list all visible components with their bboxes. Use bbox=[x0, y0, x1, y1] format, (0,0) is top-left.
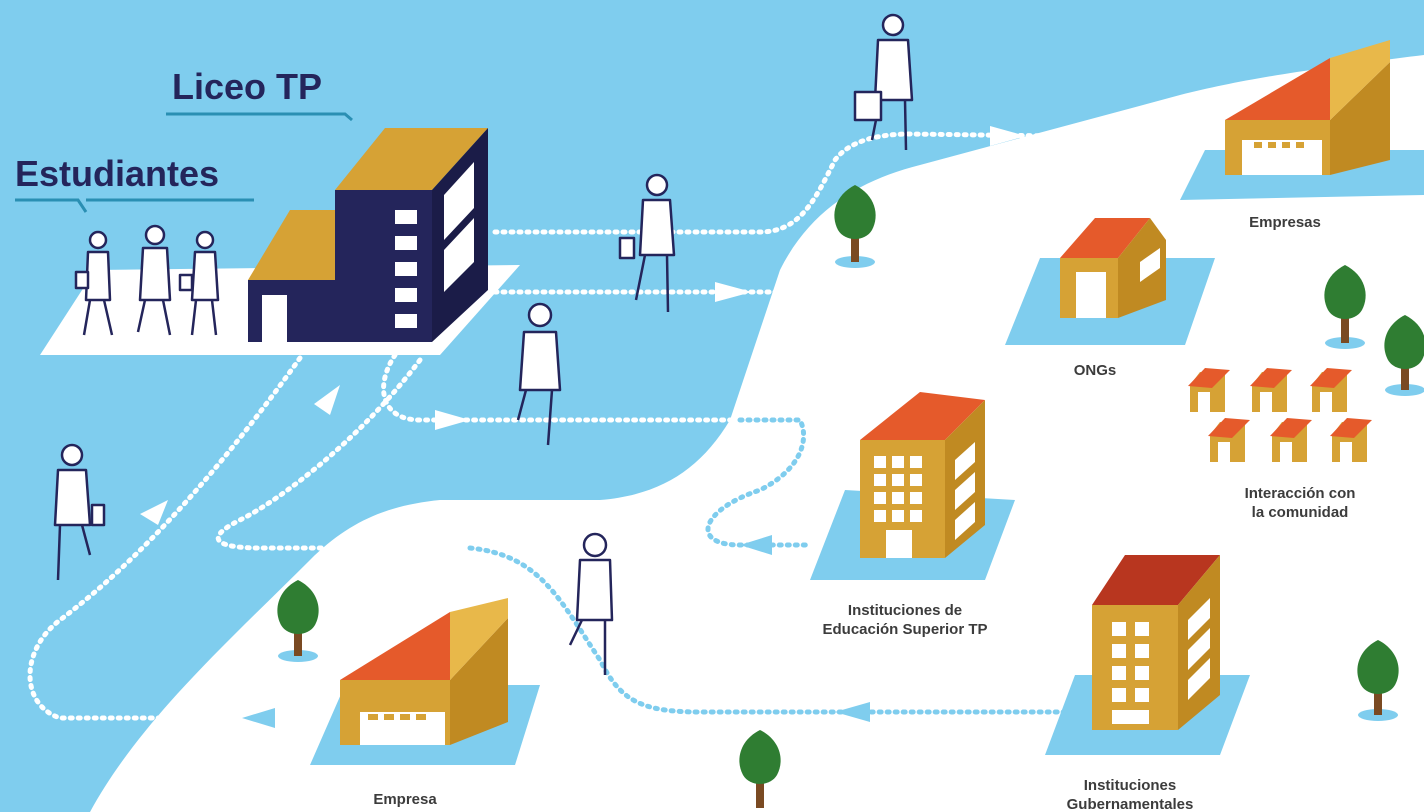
label-line: Instituciones bbox=[1083, 777, 1177, 794]
factory-icon bbox=[340, 598, 508, 745]
label-empresas: Empresas bbox=[1249, 214, 1321, 231]
tree-icon bbox=[834, 185, 876, 268]
school-building-icon bbox=[248, 128, 488, 342]
tree-icon bbox=[277, 580, 319, 662]
walking-student-icon bbox=[853, 13, 914, 151]
dotted-paths-on-ground bbox=[467, 417, 1083, 715]
walking-student-icon bbox=[618, 173, 676, 313]
tree-icon bbox=[1384, 315, 1424, 396]
label-line: Interacción con bbox=[1244, 485, 1356, 502]
walking-student-icon bbox=[53, 443, 106, 581]
tree-icon bbox=[1357, 640, 1399, 721]
arrowheads-on-ground bbox=[242, 535, 870, 728]
office-building-icon bbox=[1092, 555, 1220, 730]
walking-student-icon bbox=[516, 302, 562, 446]
walking-student-icon bbox=[178, 230, 220, 336]
walking-student-icon bbox=[136, 224, 172, 336]
label-interaccion-comunidad: Interacción con la comunidad bbox=[1200, 484, 1400, 522]
title-liceo-tp: Liceo TP bbox=[172, 66, 323, 107]
warehouse-icon bbox=[1060, 218, 1166, 318]
arrowheads bbox=[140, 126, 1175, 525]
tree-icon bbox=[739, 730, 781, 808]
title-underlines bbox=[15, 112, 353, 213]
factory-icon bbox=[1225, 40, 1390, 175]
walking-student-icon bbox=[568, 532, 614, 675]
label-gubernamentales: Instituciones Gubernamentales bbox=[1030, 776, 1230, 812]
label-empresa: Empresa bbox=[373, 791, 437, 808]
office-building-icon bbox=[860, 392, 985, 558]
label-line: Instituciones de bbox=[847, 602, 963, 619]
label-line: Gubernamentales bbox=[1066, 796, 1194, 812]
title-estudiantes: Estudiantes bbox=[15, 153, 220, 194]
dotted-paths bbox=[27, 131, 1203, 721]
walking-student-icon bbox=[74, 230, 114, 336]
houses-icon bbox=[1188, 368, 1372, 462]
label-ongs: ONGs bbox=[1073, 362, 1117, 379]
label-line: Educación Superior TP bbox=[822, 621, 988, 638]
label-line: la comunidad bbox=[1251, 504, 1349, 521]
tree-icon bbox=[1324, 265, 1366, 349]
label-educacion-superior: Instituciones de Educación Superior TP bbox=[770, 601, 1040, 639]
